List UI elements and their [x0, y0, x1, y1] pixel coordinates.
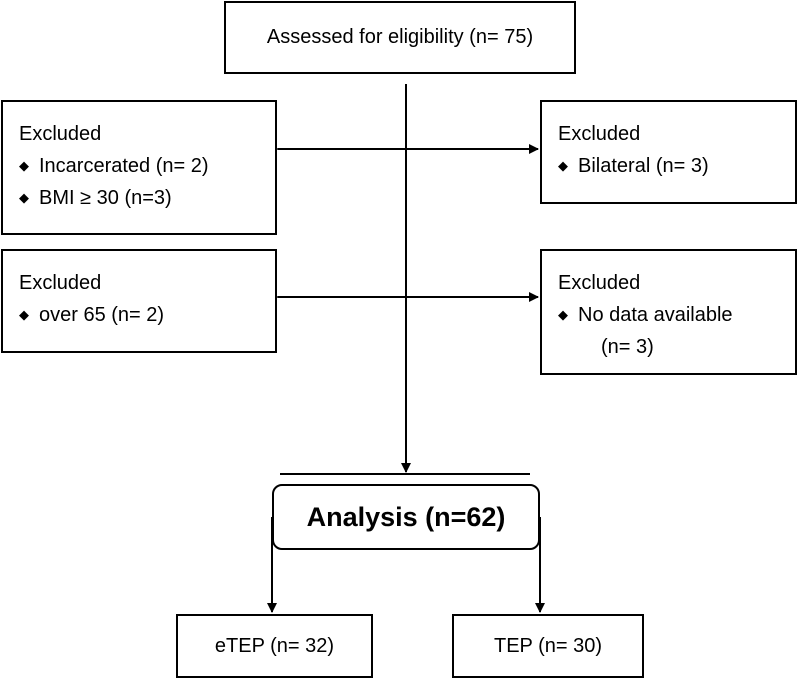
excluded-title: Excluded [19, 272, 102, 294]
excluded-title: Excluded [558, 272, 641, 294]
list-item: ◆BMI ≥ 30 (n=3) [19, 182, 275, 214]
excluded-box-right-1: Excluded ◆Bilateral (n= 3) [540, 100, 797, 204]
list-item: ◆No data available [558, 299, 795, 331]
bullet-icon: ◆ [19, 307, 29, 322]
etep-label: eTEP (n= 32) [214, 635, 335, 657]
excluded-box-right-2: Excluded ◆No data available (n= 3) [540, 249, 797, 375]
list-item: ◆over 65 (n= 2) [19, 299, 275, 331]
excluded-box-left-1: Excluded ◆Incarcerated (n= 2) ◆BMI ≥ 30 … [1, 100, 277, 235]
list-item: ◆Incarcerated (n= 2) [19, 150, 275, 182]
bullet-icon: ◆ [19, 158, 29, 173]
bullet-icon: ◆ [19, 190, 29, 205]
list-item: ◆Bilateral (n= 3) [558, 150, 795, 182]
bullet-icon: ◆ [558, 158, 568, 173]
etep-box: eTEP (n= 32) [176, 614, 373, 678]
excluded-title: Excluded [19, 123, 102, 145]
list-item-continuation: (n= 3) [601, 336, 654, 358]
assessed-box: Assessed for eligibility (n= 75) [224, 1, 576, 74]
assessed-label: Assessed for eligibility (n= 75) [266, 26, 534, 48]
tep-label: TEP (n= 30) [493, 635, 603, 657]
tep-box: TEP (n= 30) [452, 614, 644, 678]
bullet-icon: ◆ [558, 307, 568, 322]
excluded-title: Excluded [558, 123, 641, 145]
analysis-label: Analysis (n=62) [306, 502, 506, 532]
analysis-box: Analysis (n=62) [272, 484, 540, 550]
excluded-box-left-2: Excluded ◆over 65 (n= 2) [1, 249, 277, 353]
